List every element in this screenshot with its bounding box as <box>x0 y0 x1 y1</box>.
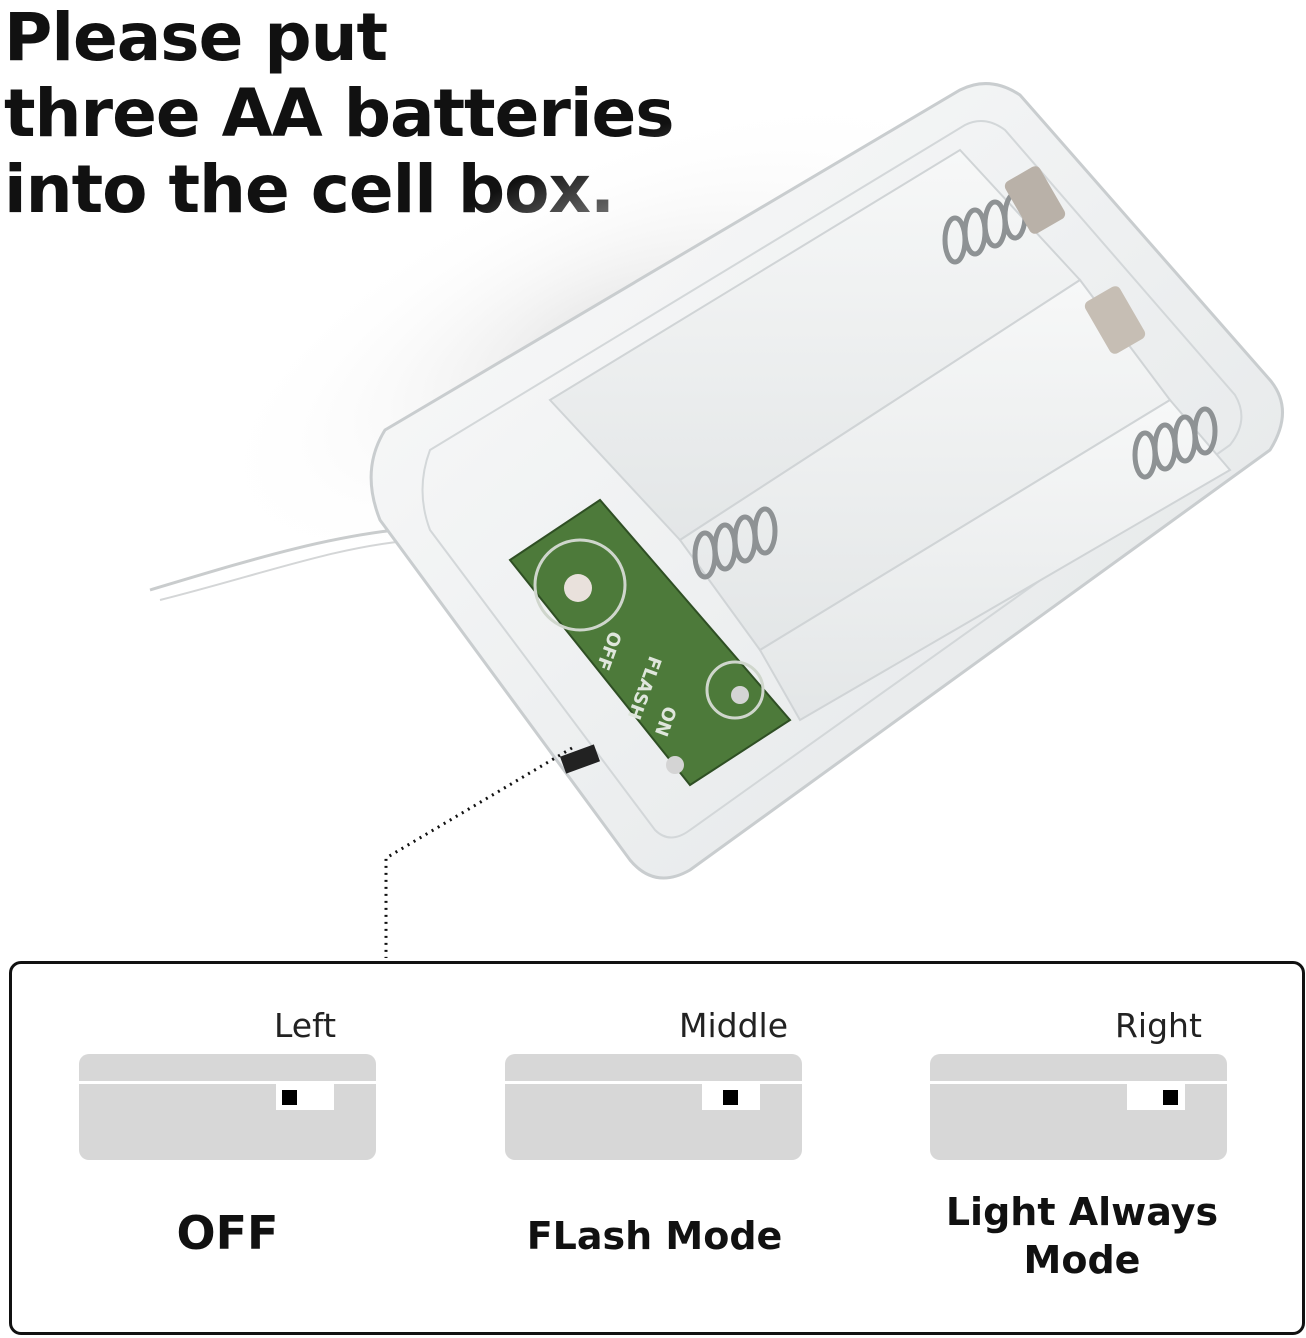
switch-knob <box>1163 1090 1178 1105</box>
circuit-board: OFF FLASH ON <box>508 498 792 787</box>
side-switch <box>560 744 600 774</box>
mode-label-light-always-line-2: Mode <box>1023 1238 1141 1282</box>
switch-diagram-left <box>79 1054 376 1160</box>
switch-diagram-middle <box>505 1054 802 1160</box>
position-label-middle: Middle <box>679 1006 789 1045</box>
position-label-right: Right <box>1115 1006 1202 1045</box>
switch-knob <box>282 1090 297 1105</box>
switch-diagram-right <box>930 1054 1227 1160</box>
switch-mode-panel: Left OFF Middle FLash Mode Right Light A… <box>9 961 1305 1335</box>
battery-box-photo: OFF FLASH ON <box>149 82 1284 958</box>
pcb-contact <box>564 574 592 602</box>
mode-label-flash: FLash Mode <box>526 1214 783 1258</box>
spring <box>692 506 778 580</box>
pcb-solder <box>666 756 684 774</box>
contact-plate <box>1004 166 1066 234</box>
switch-knob <box>723 1090 738 1105</box>
pcb-contact <box>533 538 627 632</box>
headline-line-2: three AA batteries <box>4 75 675 152</box>
mode-label-off: OFF <box>176 1206 279 1260</box>
position-label-left: Left <box>274 1006 337 1045</box>
wire <box>159 539 419 601</box>
pcb-solder <box>731 686 749 704</box>
battery-slot <box>758 398 1232 722</box>
battery-box-inner-rim <box>421 120 1243 839</box>
spring <box>1132 406 1218 480</box>
mode-label-light-always-line-1: Light Always <box>945 1190 1219 1234</box>
mode-label-light-always: Light Always Mode <box>912 1188 1252 1284</box>
wire <box>149 526 416 592</box>
contact-plate <box>1084 286 1146 354</box>
spring <box>942 191 1028 265</box>
headline-line-1: Please put <box>4 0 388 76</box>
leader-line <box>384 746 573 958</box>
pcb-contact <box>705 660 765 720</box>
